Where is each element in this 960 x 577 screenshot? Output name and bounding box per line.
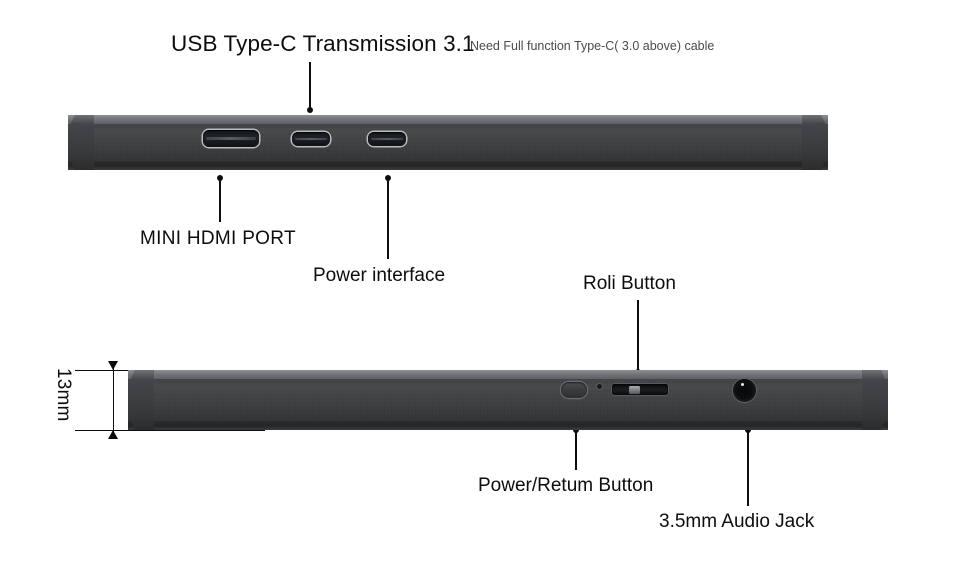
usb-transmission-title: USB Type-C Transmission 3.1: [171, 31, 475, 56]
cable-requirement-note: Need Full function Type-C( 3.0 above) ca…: [470, 39, 715, 53]
device-bottom-bottom-bevel: [128, 421, 888, 430]
device-top-right-endcap: [802, 115, 828, 170]
thickness-label: 13mm: [53, 368, 74, 422]
device-top-bottom-bevel: [68, 161, 828, 170]
audio-jack-label: 3.5mm Audio Jack: [659, 511, 815, 532]
dimension-arrow-top: [108, 361, 118, 370]
leader-line-power-return-button: [573, 427, 579, 470]
device-bottom-bevel: [128, 370, 888, 379]
device-bottom-edge-view: [128, 370, 888, 430]
usb-c-port-power: [292, 132, 330, 146]
roli-button-label: Roli Button: [583, 273, 676, 294]
mini-hdmi-port-tongue: [206, 137, 256, 140]
device-top-body: [68, 124, 828, 161]
dimension-extension-line-bottom: [75, 430, 265, 432]
leader-line-roli-button: [635, 300, 641, 375]
roli-roller-nub: [629, 385, 640, 394]
device-top-left-endcap: [68, 115, 94, 170]
led-indicator-icon: [597, 384, 602, 389]
leader-line-usb-c: [307, 62, 313, 113]
leader-line-audio-jack: [745, 427, 751, 506]
dimension-line-thickness: [113, 366, 115, 434]
device-bottom-left-endcap: [128, 370, 154, 430]
mini-hdmi-port: [203, 130, 259, 147]
usb-c-port-power-tongue: [295, 137, 327, 141]
roli-roller-switch[interactable]: [612, 384, 668, 395]
device-top-edge-view: [68, 115, 828, 170]
audio-jack-port: [733, 379, 756, 402]
audio-jack-highlight: [741, 382, 744, 386]
power-return-button-label: Power/Retum Button: [478, 475, 654, 496]
leader-line-mini-hdmi: [217, 175, 223, 222]
device-top-bevel: [68, 115, 828, 124]
leader-line-power-interface: [385, 175, 391, 259]
power-interface-label: Power interface: [313, 265, 446, 286]
device-bottom-body: [128, 379, 888, 421]
power-return-button[interactable]: [561, 382, 587, 398]
usb-c-port-data: [368, 132, 406, 146]
usb-c-port-data-tongue: [371, 137, 403, 141]
device-bottom-right-endcap: [862, 370, 888, 430]
mini-hdmi-label: MINI HDMI PORT: [140, 228, 296, 249]
dimension-arrow-bottom: [108, 430, 118, 439]
